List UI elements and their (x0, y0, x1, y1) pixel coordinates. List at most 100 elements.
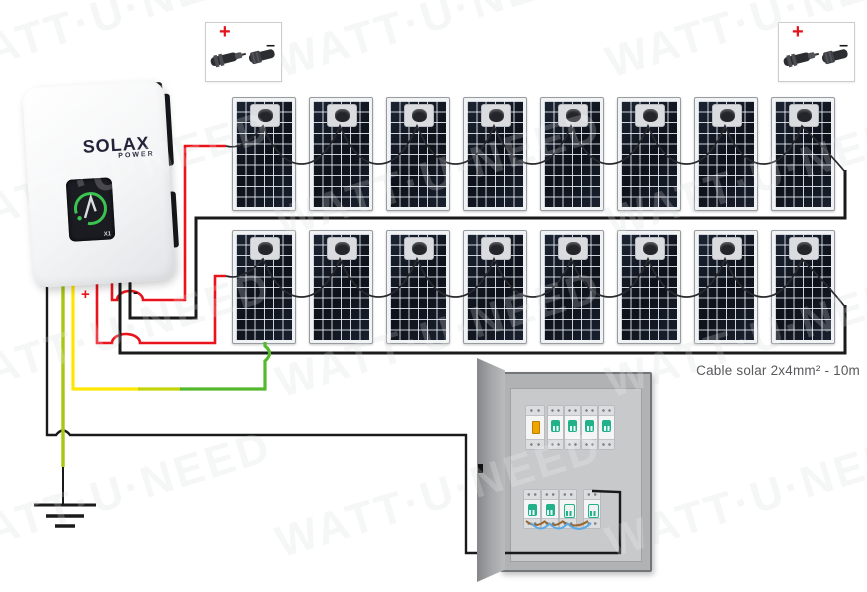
circuit-breaker (583, 489, 601, 529)
junction-connector (488, 109, 504, 122)
junction-connector (257, 109, 273, 122)
mc4-minus-label: – (266, 37, 275, 54)
watermark-text: WATT·U·NEED (270, 0, 608, 88)
ac-distribution-box (500, 372, 652, 572)
breaker-terminals-top (542, 490, 558, 500)
breaker-terminals-bottom (548, 439, 563, 449)
solar-panel (232, 97, 296, 211)
breaker-terminals-bottom (565, 439, 580, 449)
breaker-switch (545, 504, 555, 516)
distribution-box-face (510, 388, 642, 562)
breaker-terminals-bottom (526, 439, 544, 449)
watermark-text: WATT·U·NEED (270, 0, 608, 88)
breaker-terminals-top (524, 490, 540, 500)
mc4-connector-pair-icon (210, 49, 275, 68)
door-handle (478, 464, 483, 473)
circuit-breaker (598, 405, 615, 450)
junction-box (635, 237, 665, 260)
circuit-breaker (564, 405, 581, 450)
circuit-breaker (547, 405, 564, 450)
solar-panel (386, 230, 450, 344)
watermark-text: WATT·U·NEED (0, 421, 278, 568)
breaker-terminals-top (565, 406, 580, 416)
watermark-text: WATT·U·NEED (0, 421, 278, 568)
rcd-test-lever (532, 421, 540, 434)
solar-panel (771, 230, 835, 344)
junction-box (558, 237, 588, 260)
solar-panel (463, 97, 527, 211)
breaker-switch (585, 420, 594, 432)
solar-panel (617, 230, 681, 344)
breaker-terminals-top (560, 490, 576, 500)
breaker-terminals-top (582, 406, 597, 416)
junction-box (558, 104, 588, 127)
breaker-switch (527, 504, 537, 516)
junction-box (481, 237, 511, 260)
junction-connector (642, 242, 658, 255)
solar-panel (694, 230, 758, 344)
junction-connector (565, 242, 581, 255)
circuit-breaker (559, 489, 577, 529)
solar-panel (232, 230, 296, 344)
breaker-terminals-top (548, 406, 563, 416)
solar-panel (463, 230, 527, 344)
breaker-switch (551, 420, 560, 432)
panel-ground-wire-green (180, 342, 272, 391)
solar-panel (694, 97, 758, 211)
breaker-terminals-bottom (542, 518, 558, 528)
breaker-terminals-bottom (599, 439, 614, 449)
junction-box (712, 237, 742, 260)
junction-box (789, 237, 819, 260)
pv-string-1 (232, 97, 835, 211)
solax-inverter: SOLAX POWER X1 (22, 79, 180, 289)
mc4-connector-pair-icon (783, 49, 848, 68)
solar-panel (309, 230, 373, 344)
inverter-display: X1 (65, 177, 116, 242)
pv-string-2 (232, 230, 835, 344)
breaker-switch (587, 504, 599, 518)
mc4-plus-label: + (792, 21, 804, 43)
junction-connector (796, 109, 812, 122)
breaker-terminals-bottom (582, 439, 597, 449)
junction-connector (334, 109, 350, 122)
dc-plus-label: + (81, 286, 90, 303)
dc-minus-label: - (133, 284, 138, 301)
junction-box (250, 237, 280, 260)
junction-box (404, 104, 434, 127)
junction-connector (334, 242, 350, 255)
solar-panel (540, 97, 604, 211)
breaker-terminals-bottom (560, 518, 576, 528)
breaker-terminals-bottom (584, 518, 600, 528)
solar-panel (771, 97, 835, 211)
solar-panel (540, 230, 604, 344)
breaker-terminals-top (584, 490, 600, 500)
junction-box (327, 104, 357, 127)
junction-box (250, 104, 280, 127)
breaker-switch (568, 420, 577, 432)
distribution-box-door (477, 358, 505, 582)
display-gauge (73, 192, 107, 226)
solar-panel (617, 97, 681, 211)
circuit-breaker (541, 489, 559, 529)
junction-connector (411, 242, 427, 255)
cable-spec-label: Cable solar 2x4mm² - 10m (696, 363, 860, 378)
junction-connector (642, 109, 658, 122)
rcd-breaker (525, 405, 545, 450)
solar-panel (386, 97, 450, 211)
junction-connector (796, 242, 812, 255)
inverter-model-badge: X1 (103, 231, 112, 238)
breaker-switch (602, 420, 611, 432)
mc4-minus-label: – (839, 37, 848, 54)
breaker-terminals-bottom (524, 518, 540, 528)
junction-connector (719, 242, 735, 255)
mc4-connector-callout-right: + – (778, 21, 855, 82)
junction-connector (257, 242, 273, 255)
solar-panel (309, 97, 373, 211)
breaker-terminals-top (526, 406, 544, 416)
junction-box (789, 104, 819, 127)
breaker-terminals-top (599, 406, 614, 416)
junction-box (404, 237, 434, 260)
breaker-switch (563, 504, 575, 518)
circuit-breaker (581, 405, 598, 450)
